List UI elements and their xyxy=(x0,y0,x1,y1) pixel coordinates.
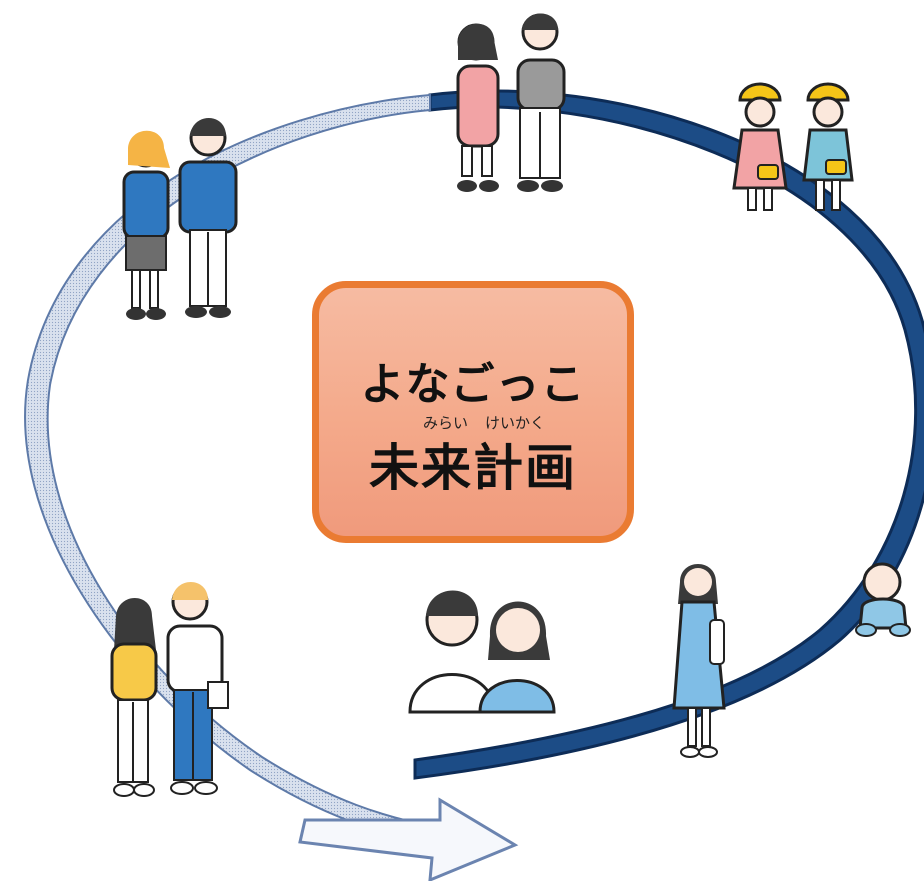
high-school-students-illustration xyxy=(122,118,238,320)
title-line2: 未来計画 xyxy=(369,439,577,497)
ruby-keikaku: けいかく xyxy=(485,414,546,432)
baby-illustration xyxy=(855,562,911,637)
ruby-mirai: みらい xyxy=(423,414,469,432)
title-ruby: みらい けいかく xyxy=(387,412,573,432)
couple-illustration xyxy=(408,590,556,714)
pregnant-woman-illustration xyxy=(672,564,726,758)
school-children-illustration xyxy=(456,13,566,192)
young-adults-illustration xyxy=(110,582,229,797)
cycle-arrow-head xyxy=(298,797,519,881)
kindergarten-children-illustration xyxy=(732,82,854,211)
cycle-arrow-band-dark xyxy=(413,89,924,780)
title-line1: よなごっこ xyxy=(360,359,586,410)
title-box: よなごっこ みらい けいかく 未来計画 xyxy=(312,281,634,543)
